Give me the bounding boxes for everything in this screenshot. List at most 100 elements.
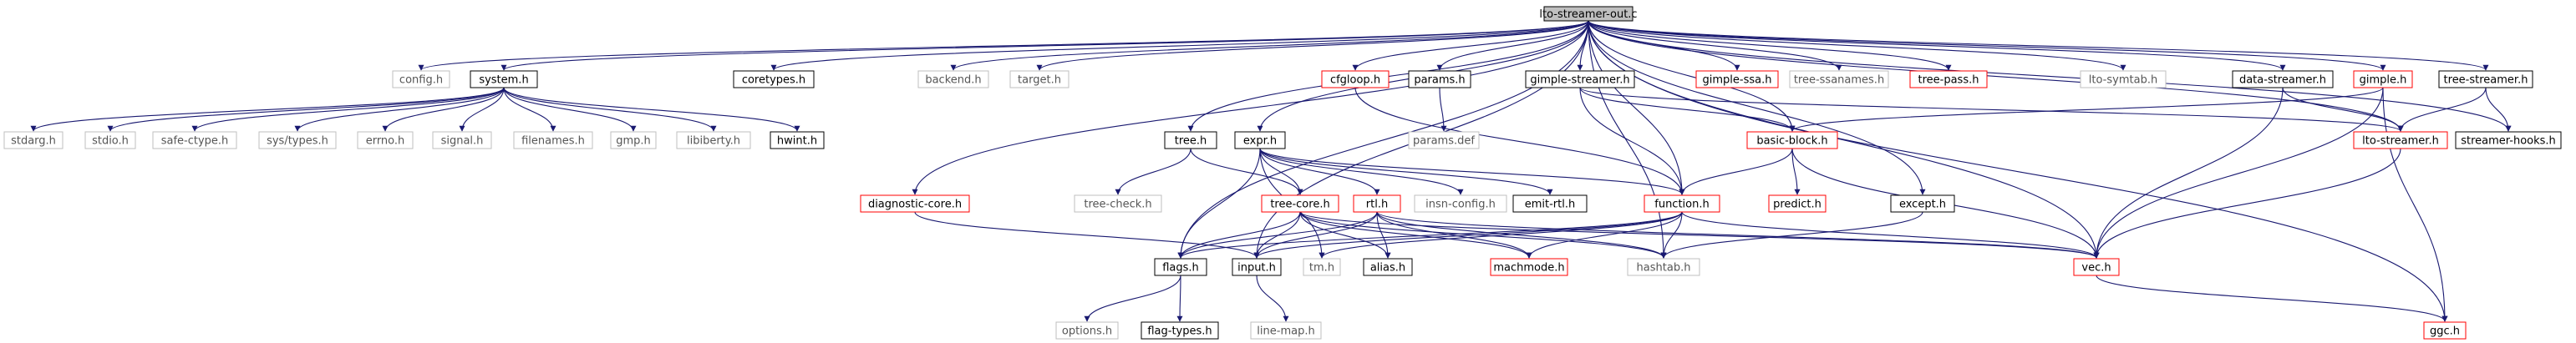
edge-function-h-to-tm-h — [1318, 211, 1683, 259]
node-label: function.h — [1654, 199, 1709, 211]
node-rtl-h[interactable]: rtl.h — [1353, 194, 1401, 213]
edge-rtl-h-to-input-h — [1253, 211, 1378, 259]
edge-expr-h-to-flags-h — [1177, 148, 1261, 259]
node-box — [770, 131, 825, 149]
node-label: diagnostic-core.h — [868, 199, 962, 211]
node-options-h[interactable]: options.h — [1055, 321, 1119, 340]
node-system-h[interactable]: system.h — [470, 70, 538, 88]
node-label: system.h — [479, 74, 528, 87]
node-flag-types-h[interactable]: flag-types.h — [1141, 321, 1219, 340]
node-box — [1512, 194, 1588, 213]
node-label: stdio.h — [92, 135, 129, 148]
node-libiberty-h[interactable]: libiberty.h — [676, 131, 751, 149]
node-label: errno.h — [366, 135, 405, 148]
node-config-h[interactable]: config.h — [392, 70, 450, 88]
edge-lto-streamer-out-c-to-function-h — [1588, 20, 1685, 195]
node-safe-ctype-h[interactable]: safe-ctype.h — [152, 131, 237, 149]
node-hwint-h[interactable]: hwint.h — [770, 131, 825, 149]
node-signal-h[interactable]: signal.h — [432, 131, 492, 149]
edge-tree-core-h-to-alias-h — [1299, 211, 1391, 259]
node-diagnostic-core-h[interactable]: diagnostic-core.h — [860, 194, 970, 213]
node-box — [2455, 131, 2562, 149]
edge-tree-core-h-to-machmode-h — [1299, 211, 1532, 259]
node-predict-h[interactable]: predict.h — [1768, 194, 1827, 213]
node-function-h[interactable]: function.h — [1644, 194, 1720, 213]
node-machmode-h[interactable]: machmode.h — [1490, 258, 1568, 276]
edge-lto-streamer-out-c-to-system-h — [500, 20, 1589, 71]
node-label: hashtab.h — [1637, 262, 1691, 275]
node-tree-ssanames-h[interactable]: tree-ssanames.h — [1789, 70, 1889, 88]
node-label: coretypes.h — [742, 74, 805, 87]
node-emit-rtl-h[interactable]: emit-rtl.h — [1512, 194, 1588, 213]
node-lto-streamer-h[interactable]: lto-streamer.h — [2353, 131, 2448, 149]
edge-tree-core-h-to-hashtab-h — [1299, 211, 1667, 259]
edge-system-h-to-stdio-h — [107, 87, 505, 132]
edge-system-h-to-libiberty-h — [503, 87, 717, 132]
edge-gimple-h-to-ggc-h — [2382, 87, 2448, 322]
node-label: lto-streamer.h — [2362, 135, 2439, 148]
node-flags-h[interactable]: flags.h — [1154, 258, 1207, 276]
node-errno-h[interactable]: errno.h — [357, 131, 414, 149]
node-except-h[interactable]: except.h — [1890, 194, 1955, 213]
node-tree-check-h[interactable]: tree-check.h — [1074, 194, 1162, 213]
node-stdio-h[interactable]: stdio.h — [84, 131, 136, 149]
edge-tree-h-to-tree-core-h — [1190, 148, 1303, 195]
node-label: params.def — [1413, 135, 1475, 148]
node-label: expr.h — [1243, 135, 1277, 148]
node-sys-types-h[interactable]: sys/types.h — [258, 131, 337, 149]
node-label: libiberty.h — [687, 135, 740, 148]
node-insn-config-h[interactable]: insn-config.h — [1414, 194, 1507, 213]
node-streamer-hooks-h[interactable]: streamer-hooks.h — [2455, 131, 2562, 149]
edge-diagnostic-core-h-to-input-h — [914, 211, 1260, 259]
node-cfgloop-h[interactable]: cfgloop.h — [1321, 70, 1390, 88]
node-tree-core-h[interactable]: tree-core.h — [1261, 194, 1339, 213]
node-filenames-h[interactable]: filenames.h — [513, 131, 593, 149]
edge-lto-streamer-out-c-to-tree-ssanames-h — [1588, 20, 1842, 71]
node-label: data-streamer.h — [2239, 74, 2326, 87]
node-label: emit-rtl.h — [1525, 199, 1576, 211]
node-data-streamer-h[interactable]: data-streamer.h — [2232, 70, 2334, 88]
node-box — [1890, 194, 1955, 213]
node-box — [1234, 131, 1286, 149]
node-label: tree-core.h — [1270, 199, 1329, 211]
node-expr-h[interactable]: expr.h — [1234, 131, 1286, 149]
node-backend-h[interactable]: backend.h — [917, 70, 989, 88]
node-gimple-ssa-h[interactable]: gimple-ssa.h — [1695, 70, 1779, 88]
node-hashtab-h[interactable]: hashtab.h — [1627, 258, 1700, 276]
edge-lto-streamer-out-c-to-coretypes-h — [770, 20, 1589, 71]
node-target-h[interactable]: target.h — [1009, 70, 1070, 88]
node-params-h[interactable]: params.h — [1408, 70, 1471, 88]
edge-vec-h-to-ggc-h — [2096, 275, 2448, 322]
node-ggc-h[interactable]: ggc.h — [2423, 321, 2467, 340]
node-box — [513, 131, 593, 149]
node-gimple-h[interactable]: gimple.h — [2353, 70, 2413, 88]
node-tree-pass-h[interactable]: tree-pass.h — [1909, 70, 1988, 88]
node-params-def[interactable]: params.def — [1408, 131, 1480, 149]
node-alias-h[interactable]: alias.h — [1363, 258, 1413, 276]
node-box — [2438, 70, 2533, 88]
edge-basic-block-h-to-function-h — [1679, 148, 1793, 195]
node-vec-h[interactable]: vec.h — [2073, 258, 2120, 276]
node-stdarg-h[interactable]: stdarg.h — [3, 131, 64, 149]
node-gmp-h[interactable]: gmp.h — [610, 131, 657, 149]
node-line-map-h[interactable]: line-map.h — [1250, 321, 1322, 340]
node-basic-block-h[interactable]: basic-block.h — [1746, 131, 1838, 149]
node-tm-h[interactable]: tm.h — [1303, 258, 1341, 276]
edge-gimple-streamer-h-to-function-h — [1579, 87, 1685, 195]
node-tree-streamer-h[interactable]: tree-streamer.h — [2438, 70, 2533, 88]
edge-flags-h-to-options-h — [1084, 275, 1181, 322]
node-gimple-streamer-h[interactable]: gimple-streamer.h — [1525, 70, 1635, 88]
node-label: tm.h — [1309, 262, 1334, 275]
dependency-edges — [30, 20, 2512, 322]
node-lto-symtab-h[interactable]: lto-symtab.h — [2080, 70, 2167, 88]
node-box — [1746, 131, 1838, 149]
edge-rtl-h-to-flags-h — [1177, 211, 1378, 259]
node-tree-h[interactable]: tree.h — [1164, 131, 1217, 149]
node-label: tree-pass.h — [1918, 74, 1979, 87]
node-input-h[interactable]: input.h — [1232, 258, 1282, 276]
node-box — [1009, 70, 1070, 88]
node-box — [2232, 70, 2334, 88]
node-coretypes-h[interactable]: coretypes.h — [733, 70, 815, 88]
node-box — [2353, 70, 2413, 88]
edge-tree-h-to-tree-check-h — [1115, 148, 1191, 195]
